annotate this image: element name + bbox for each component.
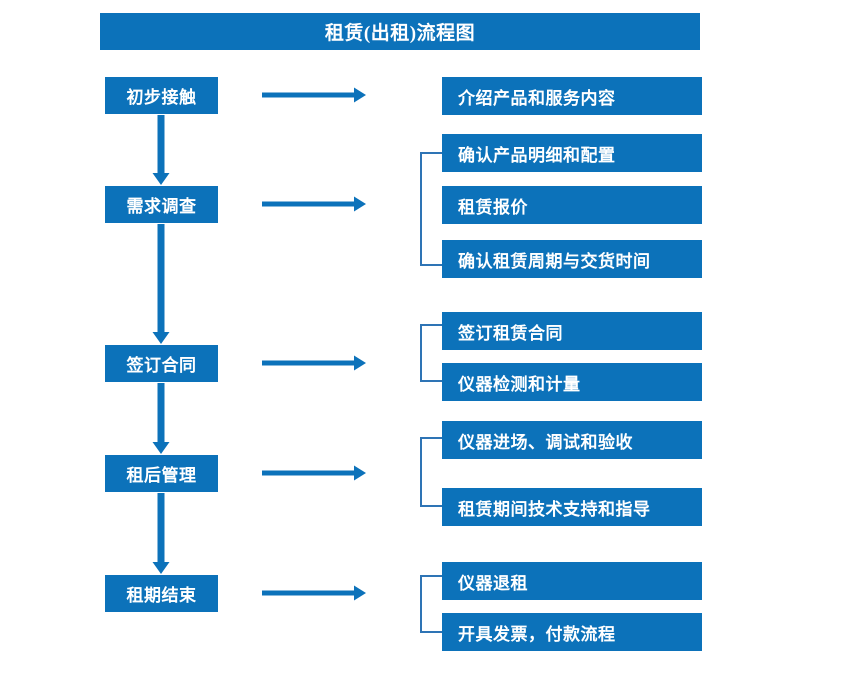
horizontal-arrow-post-rental-manage-icon [262,465,366,481]
stage-box-lease-end[interactable]: 租期结束 [105,575,218,612]
vertical-flow-initial-to-demand-icon [152,115,170,185]
detail-box-invoice-and-payment[interactable]: 开具发票，付款流程 [442,613,702,651]
detail-box-support-and-guidance[interactable]: 租赁期间技术支持和指导 [442,488,702,526]
stage-box-sign-contract[interactable]: 签订合同 [105,345,218,382]
bracket-demand-survey [420,152,442,266]
horizontal-arrow-lease-end-icon [262,585,366,601]
vertical-flow-sign-to-postrental-icon [152,383,170,454]
detail-box-instrument-return[interactable]: 仪器退租 [442,562,702,600]
detail-box-intro-products-services[interactable]: 介绍产品和服务内容 [442,77,702,115]
detail-box-confirm-period-delivery[interactable]: 确认租赁周期与交货时间 [442,240,702,278]
detail-box-sign-rental-contract[interactable]: 签订租赁合同 [442,312,702,350]
vertical-flow-postrental-to-end-icon [152,493,170,574]
stage-box-post-rental-manage[interactable]: 租后管理 [105,455,218,492]
detail-box-onsite-commission-accept[interactable]: 仪器进场、调试和验收 [442,421,702,459]
horizontal-arrow-demand-survey-icon [262,196,366,212]
horizontal-arrow-initial-contact-icon [262,87,366,103]
bracket-sign-contract [420,324,442,382]
page-title: 租赁(出租)流程图 [100,13,700,50]
detail-box-rental-quotation[interactable]: 租赁报价 [442,186,702,224]
detail-box-confirm-spec-config[interactable]: 确认产品明细和配置 [442,134,702,172]
bracket-post-rental [420,437,442,507]
bracket-lease-end [420,575,442,633]
stage-box-demand-survey[interactable]: 需求调查 [105,186,218,223]
stage-box-initial-contact[interactable]: 初步接触 [105,77,218,114]
detail-box-instrument-test-metering[interactable]: 仪器检测和计量 [442,363,702,401]
horizontal-arrow-sign-contract-icon [262,355,366,371]
vertical-flow-demand-to-sign-icon [152,224,170,344]
